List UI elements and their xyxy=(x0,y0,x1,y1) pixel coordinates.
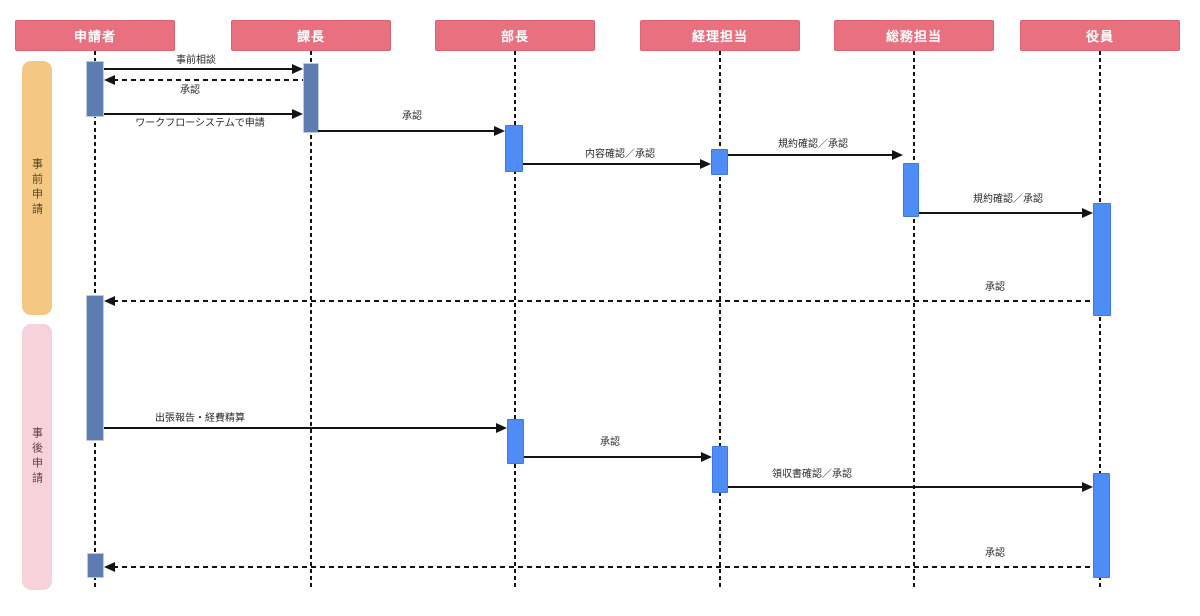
arrowhead-icon xyxy=(292,109,303,119)
message-label: 事前相談 xyxy=(176,55,216,66)
activation-bar xyxy=(903,163,919,217)
message-line-call xyxy=(104,427,498,429)
message-label: 承認 xyxy=(402,111,422,122)
message-line-call xyxy=(523,163,702,165)
lifeline xyxy=(913,51,915,588)
actor-header-box: 申請者 xyxy=(15,20,175,51)
message-label: 出張報告・経費精算 xyxy=(155,413,245,424)
message-label: 領収書確認／承認 xyxy=(772,469,852,480)
arrowhead-icon xyxy=(104,296,115,306)
message-line-call xyxy=(919,212,1084,214)
arrowhead-icon xyxy=(496,423,507,433)
actor-header-box: 部長 xyxy=(435,20,595,51)
actor-header-box: 経理担当 xyxy=(640,20,800,51)
message-line-call xyxy=(104,68,294,70)
message-line-call xyxy=(318,130,496,132)
activation-bar xyxy=(505,125,523,172)
message-label: 承認 xyxy=(600,437,620,448)
message-line-return xyxy=(113,79,303,81)
activation-bar xyxy=(711,149,728,175)
activation-bar xyxy=(1093,473,1110,578)
activation-bar xyxy=(87,553,104,578)
actor-header-box: 課長 xyxy=(231,20,391,51)
message-label: 規約確認／承認 xyxy=(973,194,1043,205)
lifeline xyxy=(1099,51,1101,588)
arrowhead-icon xyxy=(104,562,115,572)
message-label: 承認 xyxy=(985,548,1005,559)
actor-header-box: 役員 xyxy=(1020,20,1180,51)
message-line-return xyxy=(113,300,1093,302)
arrowhead-icon xyxy=(701,452,712,462)
arrowhead-icon xyxy=(892,150,903,160)
message-label: 承認 xyxy=(180,85,200,96)
arrowhead-icon xyxy=(292,64,303,74)
message-label: 承認 xyxy=(985,282,1005,293)
actor-header-box: 総務担当 xyxy=(834,20,994,51)
arrowhead-icon xyxy=(1082,208,1093,218)
lifeline xyxy=(719,51,721,588)
activation-bar xyxy=(86,295,104,441)
message-line-call xyxy=(524,456,703,458)
phase-band-post-application: 事後申請 xyxy=(22,324,52,590)
message-line-call xyxy=(728,154,894,156)
arrowhead-icon xyxy=(1082,482,1093,492)
message-label: ワークフローシステムで申請 xyxy=(135,118,265,129)
message-line-return xyxy=(113,566,1093,568)
lifeline xyxy=(514,51,516,588)
lifeline xyxy=(310,51,312,588)
phase-label: 事後申請 xyxy=(30,427,44,487)
arrowhead-icon xyxy=(700,159,711,169)
phase-band-pre-application: 事前申請 xyxy=(22,61,52,315)
activation-bar xyxy=(303,63,319,133)
phase-label: 事前申請 xyxy=(30,158,44,218)
message-label: 内容確認／承認 xyxy=(585,149,655,160)
message-label: 規約確認／承認 xyxy=(778,139,848,150)
arrowhead-icon xyxy=(104,75,115,85)
activation-bar xyxy=(712,446,728,493)
message-line-call xyxy=(728,486,1084,488)
activation-bar xyxy=(507,419,524,464)
message-line-call xyxy=(104,113,294,115)
activation-bar xyxy=(1093,203,1111,316)
activation-bar xyxy=(86,61,104,117)
arrowhead-icon xyxy=(494,126,505,136)
